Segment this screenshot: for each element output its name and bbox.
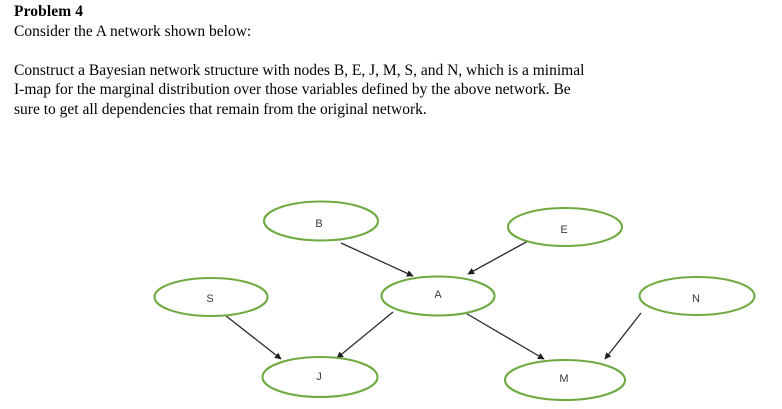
page-title: Problem 4 bbox=[14, 3, 84, 20]
edge-a-to-m bbox=[456, 307, 545, 360]
node-label-b: B bbox=[315, 218, 323, 230]
node-label-a: A bbox=[434, 289, 442, 301]
nodes-layer bbox=[153, 200, 756, 402]
intro-line: Consider the A network shown below: bbox=[14, 23, 252, 40]
node-label-m: M bbox=[559, 373, 569, 385]
node-label-j: J bbox=[316, 371, 322, 383]
node-label-e: E bbox=[560, 224, 568, 236]
edge-n-to-m bbox=[604, 312, 642, 360]
edge-b-to-a bbox=[340, 242, 414, 277]
instruction-line-1: Construct a Bayesian network structure w… bbox=[14, 61, 585, 79]
paragraph-spacer bbox=[14, 42, 766, 61]
node-label-n: N bbox=[692, 293, 700, 305]
instruction-line-3: sure to get all dependencies that remain… bbox=[14, 100, 427, 118]
edge-a-to-j bbox=[336, 311, 394, 359]
instruction-line-2: I-map for the marginal distribution over… bbox=[14, 81, 571, 98]
problem-text-block: Problem 4 Consider the A network shown b… bbox=[14, 2, 766, 119]
edges-layer bbox=[220, 240, 642, 360]
node-label-s: S bbox=[206, 293, 214, 305]
edge-e-to-a bbox=[467, 240, 529, 275]
edge-s-to-j bbox=[220, 311, 282, 360]
